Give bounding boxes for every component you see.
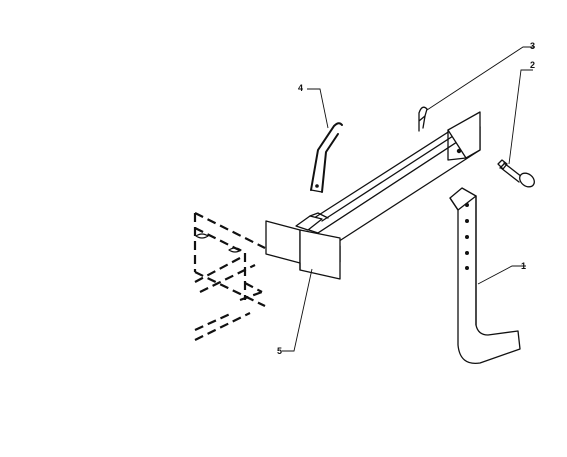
leader-1	[477, 265, 526, 285]
callout-label-3: 3	[530, 41, 535, 51]
part-1-tine	[449, 187, 521, 365]
part-5-bracket-arm	[265, 111, 481, 280]
callout-label-2: 2	[530, 60, 535, 70]
part-2-bolt	[497, 159, 535, 188]
callout-label-5: 5	[277, 346, 282, 356]
callout-label-1: 1	[521, 261, 526, 271]
leader-2	[508, 69, 533, 165]
leader-lines	[282, 46, 535, 352]
part-3-r-clip	[418, 106, 428, 132]
leader-3	[426, 46, 535, 111]
part-4-pin	[310, 122, 343, 193]
leader-5	[282, 268, 313, 352]
leader-4	[307, 88, 329, 129]
frame-plate-dashed	[193, 212, 266, 341]
callout-label-4: 4	[298, 83, 303, 93]
